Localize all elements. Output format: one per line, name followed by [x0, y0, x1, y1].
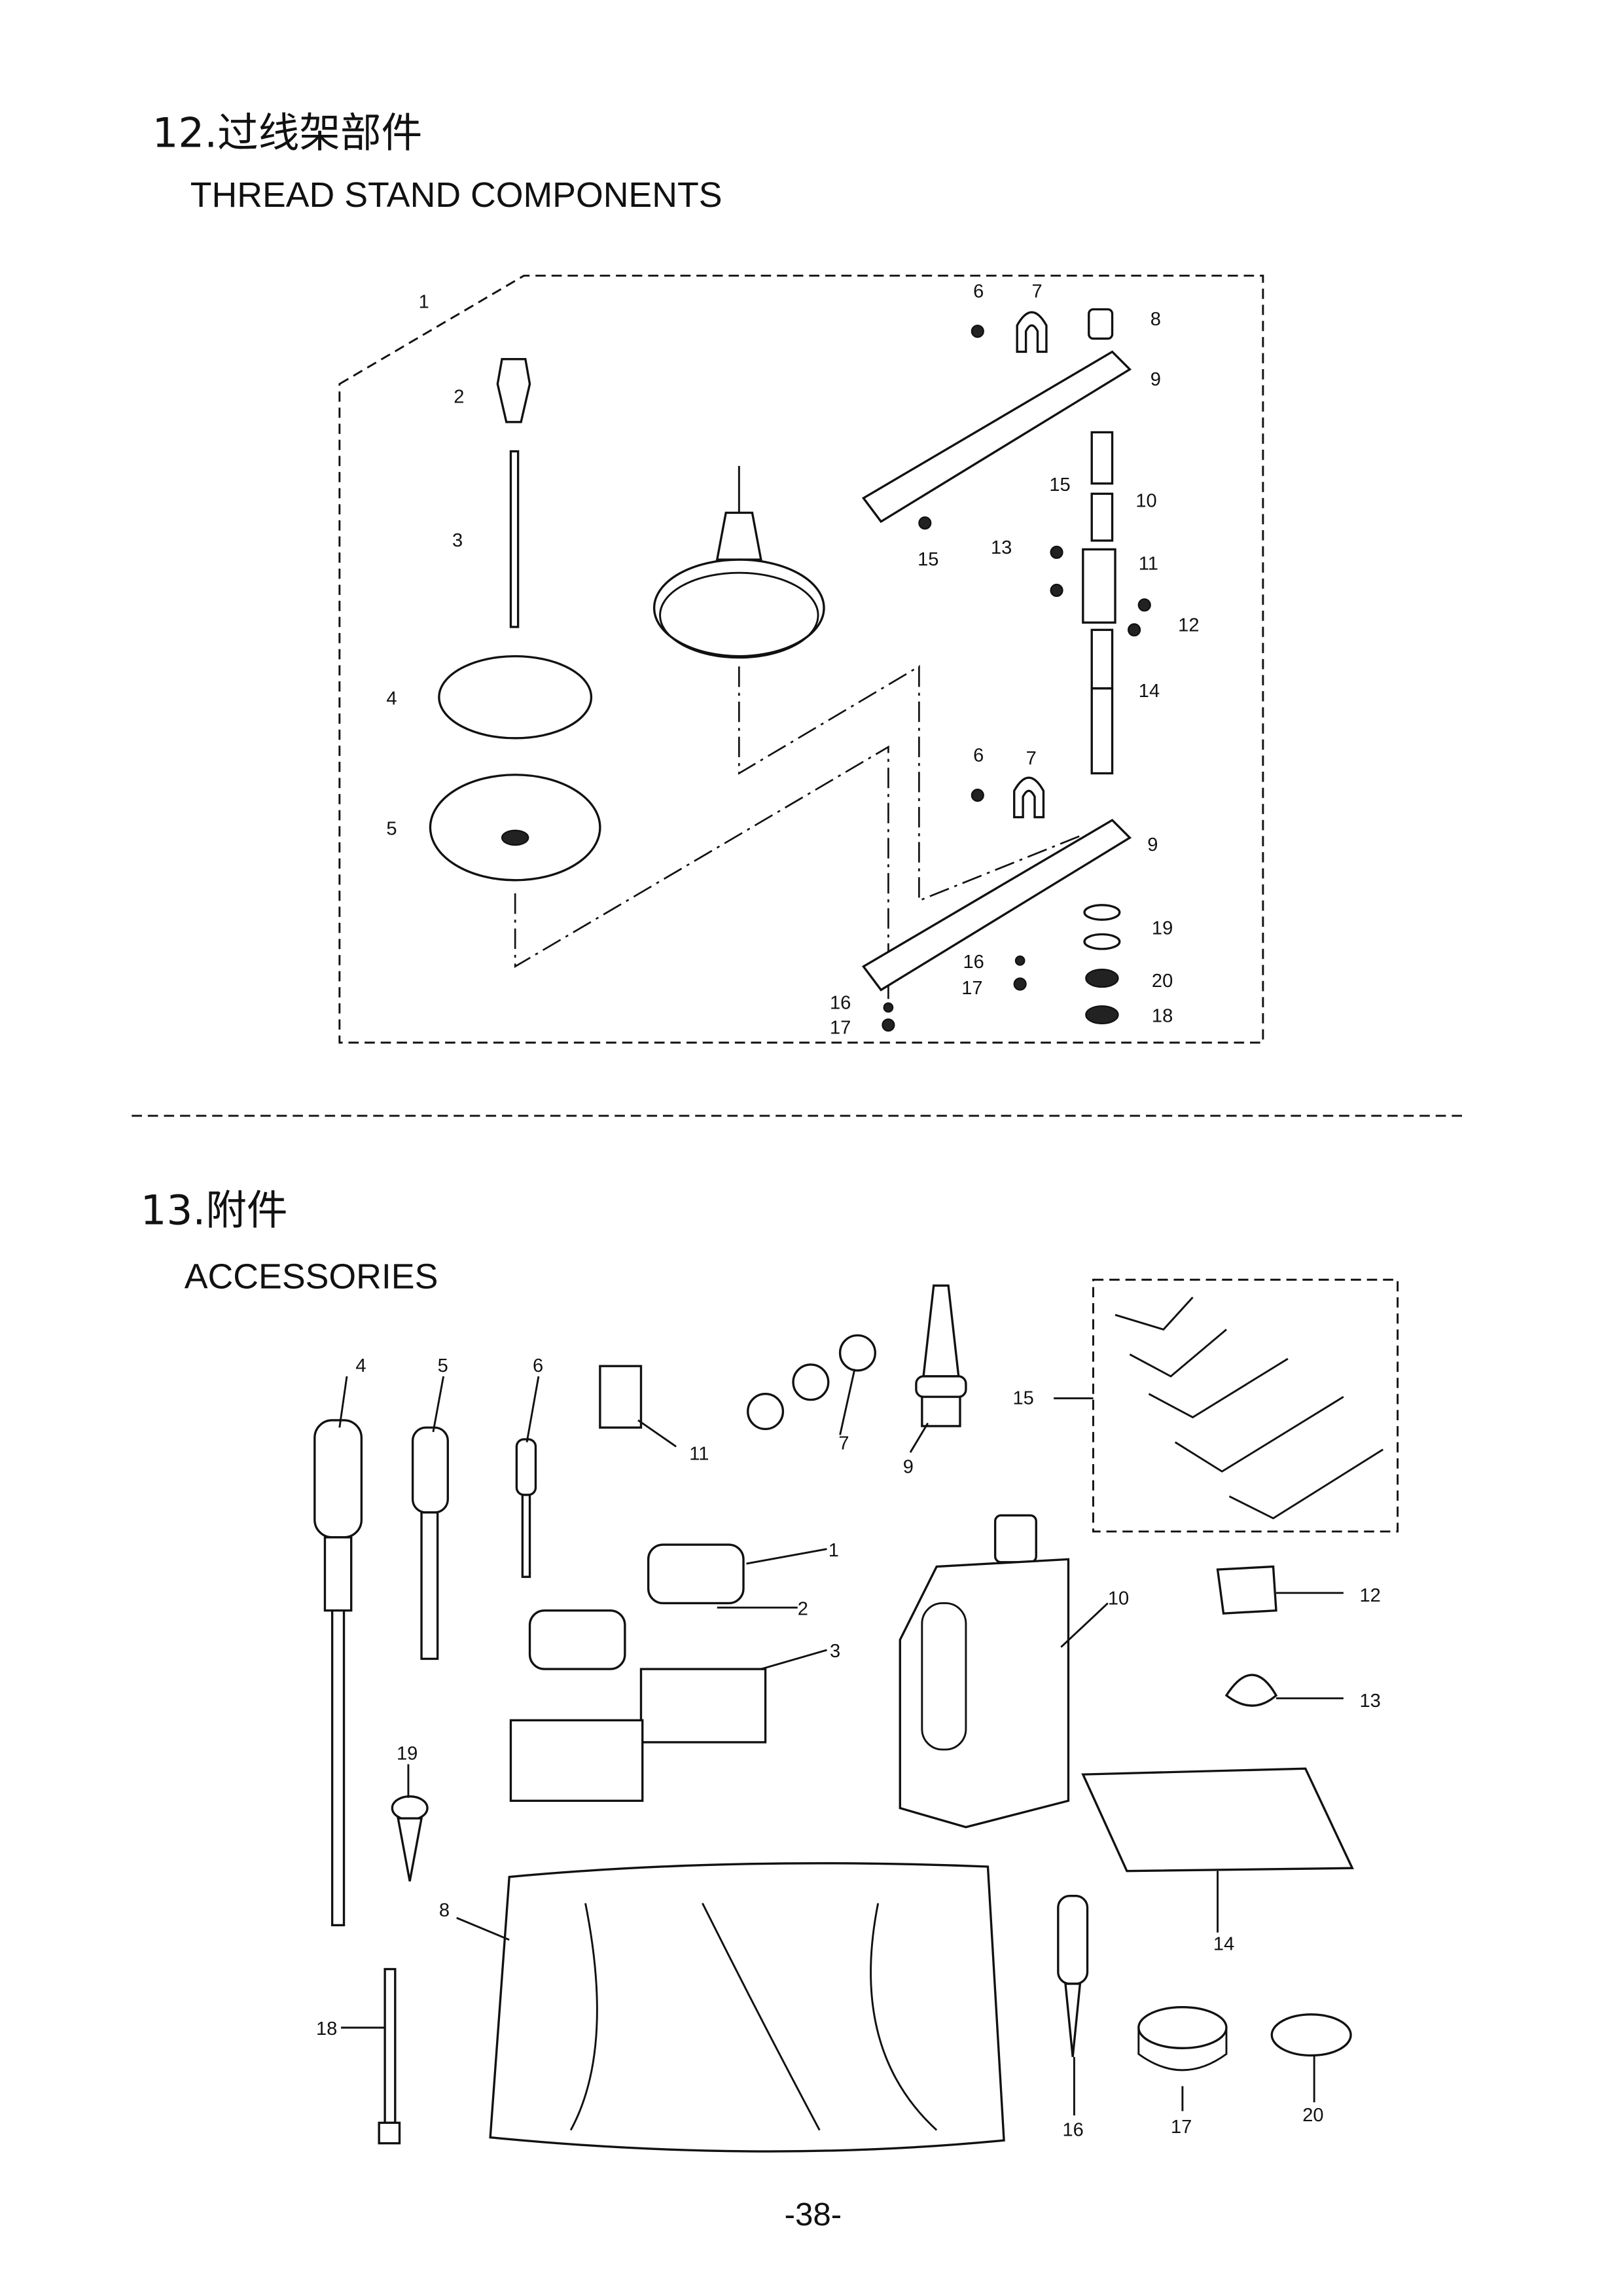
callout: 3	[452, 530, 463, 551]
upper-arm	[861, 350, 1132, 524]
callout: 9	[1147, 834, 1158, 855]
section13-callouts: 4 5 6 11 7 9 15 1 2 3 10 12 13 19 8 14 1…	[316, 1355, 1381, 2140]
callout: 4	[386, 688, 397, 709]
spool-rod	[509, 450, 520, 628]
section12-title-en: THREAD STAND COMPONENTS	[190, 175, 722, 215]
callout: 12	[1359, 1585, 1380, 1606]
callout: 2	[454, 387, 464, 408]
assembly-boundary	[338, 274, 1264, 1044]
spool-cap	[496, 357, 531, 423]
section13-title-cn: 13.附件	[141, 1186, 288, 1234]
callout: 3	[830, 1641, 840, 1662]
callout: 6	[973, 281, 984, 302]
thread-stand-diagram	[338, 274, 1264, 1044]
callout: 15	[1012, 1388, 1033, 1408]
callout: 20	[1152, 971, 1173, 992]
callout: 19	[397, 1744, 418, 1765]
callout: 15	[1049, 475, 1070, 495]
callout: 20	[1302, 2105, 1323, 2126]
callout: 13	[991, 537, 1012, 558]
callout: 7	[1026, 748, 1037, 769]
lower-arm	[861, 818, 1132, 992]
callout: 9	[903, 1456, 914, 1477]
callout: 15	[918, 549, 938, 570]
callout: 11	[689, 1443, 709, 1464]
callout: 1	[829, 1540, 839, 1561]
page-number: -38-	[785, 2197, 842, 2233]
callout: 16	[830, 993, 851, 1014]
section13-title-en: ACCESSORIES	[185, 1257, 438, 1297]
callout: 5	[386, 818, 397, 839]
callout: 18	[1152, 1006, 1173, 1027]
callout: 8	[439, 1900, 450, 1921]
callout: 6	[533, 1355, 543, 1376]
callout: 4	[355, 1355, 366, 1376]
callout: 18	[316, 2018, 337, 2039]
callout: 7	[838, 1433, 849, 1454]
callout: 14	[1139, 681, 1160, 702]
hex-keys-box	[1092, 1278, 1399, 1533]
section12-title-cn: 12.过线架部件	[152, 109, 423, 156]
callout: 1	[419, 291, 429, 312]
callout: 19	[1152, 918, 1173, 939]
callout: 12	[1178, 615, 1199, 636]
callout: 6	[973, 745, 984, 766]
cloth-cover	[489, 1862, 1005, 2153]
callout: 2	[798, 1598, 808, 1619]
callout: 17	[1171, 2117, 1192, 2138]
callout: 16	[963, 952, 984, 973]
callout: 11	[1139, 554, 1158, 575]
accessories-diagram	[313, 1278, 1399, 2153]
callout: 5	[438, 1355, 448, 1376]
callout: 16	[1063, 2119, 1084, 2140]
callout: 17	[830, 1018, 851, 1039]
callout: 7	[1032, 281, 1043, 302]
disc-upper	[438, 655, 593, 740]
callout: 14	[1213, 1933, 1234, 1954]
callout: 13	[1359, 1691, 1380, 1712]
callout: 10	[1135, 491, 1156, 512]
section12-callouts: 1 2 3 4 5 6 7 8 9 15 10 15 13 11 12 14 6…	[386, 281, 1199, 1039]
callout: 10	[1108, 1588, 1129, 1609]
callout: 9	[1150, 369, 1161, 390]
callout: 8	[1150, 309, 1161, 330]
callout: 17	[961, 978, 982, 999]
disc-lower	[429, 774, 601, 882]
